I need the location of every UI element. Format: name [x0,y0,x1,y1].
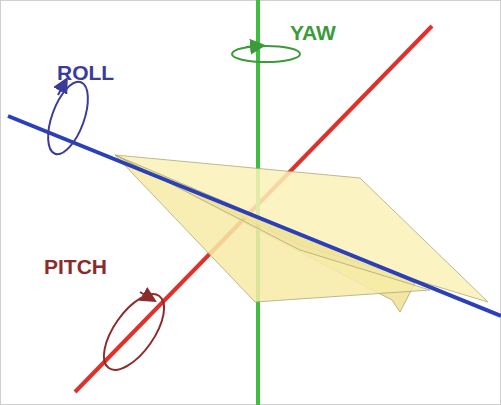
pitch-arrow [140,292,150,298]
pitch-ring [92,284,175,379]
yaw-ring [232,46,300,62]
pitch-label: PITCH [44,256,107,277]
yaw-label: YAW [290,22,336,43]
roll-arrow [58,84,64,95]
yaw-arrow [246,46,258,47]
roll-axis [8,116,501,316]
roll-label: ROLL [57,62,114,83]
roll-ring [40,77,96,159]
